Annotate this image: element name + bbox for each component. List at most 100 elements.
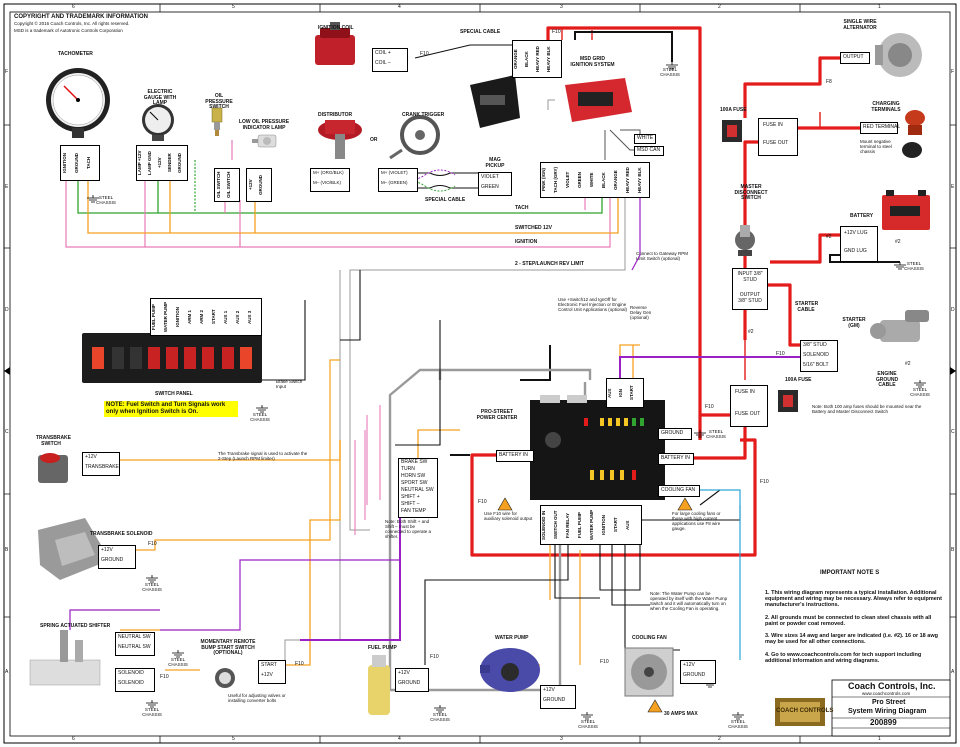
msd-white-box: WHITE — [634, 134, 656, 144]
transbrake-note: The Transbrake signal is used to activat… — [218, 451, 308, 461]
fp-ground: GROUND — [398, 680, 421, 686]
lamp-pin-1: +12V — [248, 179, 253, 191]
tb-sol-12v: +12V — [101, 547, 113, 553]
shifter-neutral-box: NEUTRAL SW NEUTRAL SW — [115, 632, 155, 656]
msd-bottom-pins: PINK (IGN) TACH (GRY) VIOLET GREEN WHITE… — [540, 162, 650, 198]
pdc-label: PRO-STREET POWER CENTER — [476, 409, 518, 421]
crank-pos: M+ (VIOLET) — [381, 170, 408, 175]
crank-neg: M– (GREEN) — [381, 180, 408, 185]
two-step-label: 2 - STEP/LAUNCH REV LIMIT — [515, 261, 584, 267]
mag-violet: VIOLET — [481, 174, 499, 180]
tb-number: 200899 — [870, 718, 897, 727]
crank-label: CRANK TRIGGER — [402, 112, 445, 118]
col-label-4b: 4 — [398, 736, 401, 742]
msd-pin-2: TACH (GRY) — [553, 167, 558, 193]
g-f10-c: F10 — [776, 351, 785, 357]
red-terminal-box: RED TERMINAL — [860, 122, 900, 134]
g-f10-b: F10 — [552, 29, 561, 35]
fuel-switch-note: NOTE: Fuel Switch and Turn Signals work … — [104, 401, 238, 417]
fuse-in-bottom: FUSE IN — [735, 389, 755, 395]
disconnect-label: MASTER DISCONNECT SWITCH — [734, 184, 768, 201]
row-label-c: C — [5, 429, 9, 435]
bump-start: START — [261, 662, 277, 668]
battery-pos: +12V LUG — [844, 230, 868, 236]
in-sport: SPORT SW — [401, 480, 428, 486]
in-horn: HORN SW — [401, 473, 426, 479]
in-shift-plus: SHIFT + — [401, 494, 420, 500]
chassis-pdc: STEEL CHASSIS — [706, 429, 726, 439]
transbrake-solenoid-box: +12V GROUND — [98, 545, 136, 569]
col-label-2b: 2 — [718, 736, 721, 742]
g-f10-a: F10 — [420, 51, 429, 57]
chassis-battery: STEEL CHASSIS — [904, 261, 924, 271]
pdc-bot-6: IGNITION — [601, 515, 606, 535]
alt-output-box: OUTPUT — [840, 52, 870, 64]
transbrake-switch-label: TRANSBRAKE SWITCH — [36, 435, 71, 447]
pdc-bot-3: FAN RELAY — [565, 512, 570, 538]
g-n2-a: #2 — [826, 234, 832, 240]
tachometer-drawing — [46, 68, 110, 138]
in-brake: BRAKE SW — [401, 459, 428, 465]
g-n2-c: #2 — [895, 239, 901, 245]
cf-12v: +12V — [683, 662, 695, 668]
msd-pin-4: GREEN — [577, 172, 582, 189]
gauge-pin-3: +12V — [157, 157, 162, 169]
cooling-fan-label: COOLING FAN — [632, 635, 667, 641]
g-n2-d: #2 — [905, 361, 911, 367]
charging-label: CHARGING TERMINALS — [871, 101, 901, 113]
pdc-bot-4: FUEL PUMP — [577, 512, 582, 538]
bump-switch-label: MOMENTARY REMOTE BUMP START SWITCH (OPTI… — [200, 639, 256, 656]
bump-12v: +12V — [261, 672, 273, 678]
fuse-bottom-box: FUSE IN FUSE OUT — [730, 385, 768, 427]
water-pump-label: WATER PUMP — [495, 635, 529, 641]
pdc-cooling-fan: COOLING FAN — [658, 485, 700, 497]
reverse-note: Reverse Delay Gen (optional) — [630, 305, 652, 320]
g-f10-j: F10 — [430, 654, 439, 660]
pdc-cooling-fan-label: COOLING FAN — [661, 487, 696, 493]
important-title: IMPORTANT NOTE S — [820, 570, 880, 576]
starter-bolt: 5/16" BOLT — [803, 362, 829, 368]
oil-switch-label: OIL PRESSURE SWITCH — [205, 93, 233, 110]
msd-top-pin-1: ORANGE — [513, 49, 518, 69]
row-label-a-r: A — [951, 669, 955, 675]
switch-labels: FUEL PUMP WATER PUMP IGNITION ARM 1 ARM … — [150, 298, 262, 336]
row-label-d-r: D — [951, 307, 955, 313]
msd-label: MSD GRID IGNITION SYSTEM — [570, 56, 615, 68]
coil-neg: COIL – — [375, 60, 391, 66]
bump-switch-box: START +12V — [258, 660, 286, 684]
row-label-b: B — [5, 547, 9, 553]
wp-ground: GROUND — [543, 697, 566, 703]
col-label-6b: 6 — [72, 736, 75, 742]
tb-product: Pro Street — [872, 699, 906, 706]
important-1: 1. This wiring diagram represents a typi… — [765, 590, 942, 609]
pdc-bot-1: SOLENOID IN — [541, 510, 546, 540]
pdc-top-3: START — [629, 385, 634, 401]
tb-diagram: System Wiring Diagram — [848, 708, 927, 715]
shift-note: Note: Both Shift + and Shift – must be c… — [385, 519, 432, 539]
important-2: 2. All grounds must be connected to clea… — [765, 615, 932, 628]
special-cable-mid: SPECIAL CABLE — [425, 197, 466, 203]
col-label-3b: 3 — [560, 736, 563, 742]
battery-label: BATTERY — [850, 213, 874, 219]
shifter-label: SPRING ACTUATED SHIFTER — [40, 623, 111, 629]
pdc-bot-8: AUX — [625, 520, 630, 530]
sw-label-1: FUEL PUMP — [151, 304, 156, 330]
col-label-5: 5 — [232, 4, 235, 10]
oil-pin-1: OIL SWITCH — [216, 171, 221, 199]
g-f10-e: F10 — [760, 479, 769, 485]
col-label-5b: 5 — [232, 736, 235, 742]
distributor-terminals: M+ (ORG/BLK) M– (VIO/BLK) — [310, 168, 350, 192]
msd-top-pin-3: HEAVY RED — [535, 46, 540, 72]
input-stud: INPUT 3/8" STUD — [737, 271, 763, 283]
sw-label-3: IGNITION — [175, 307, 180, 327]
col-label-2: 2 — [718, 4, 721, 10]
fuse-out-top: FUSE OUT — [763, 140, 789, 146]
row-label-e-r: E — [951, 184, 955, 190]
switch-panel-label: SWITCH PANEL — [155, 391, 193, 397]
trademark-line: MSD is a trademark of Autotronic Control… — [14, 28, 123, 33]
g-f10-g: F10 — [148, 541, 157, 547]
msd-can-box: MSD CAN — [634, 146, 664, 156]
sh-solenoid-2: SOLENOID — [118, 680, 144, 686]
engine-ground-label: ENGINE GROUND CABLE — [875, 371, 899, 388]
pdc-battery-left-label: BATTERY IN — [499, 452, 528, 458]
